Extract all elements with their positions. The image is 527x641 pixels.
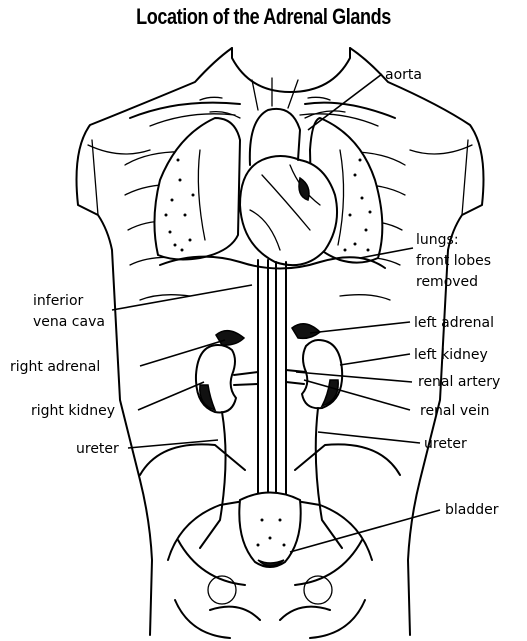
label-lungs-3: removed: [416, 274, 478, 290]
label-right-adrenal: right adrenal: [10, 359, 100, 375]
renal-vessels: [234, 370, 306, 385]
vena-cava-aorta: [258, 260, 286, 520]
label-ivc-1: inferior: [33, 293, 84, 309]
clavicles: [130, 97, 395, 126]
label-aorta: aorta: [385, 67, 422, 83]
label-lungs-1: lungs:: [416, 232, 459, 248]
label-ureter-right: ureter: [424, 436, 467, 452]
label-renal-artery: renal artery: [418, 374, 500, 390]
label-ureter-left: ureter: [76, 441, 119, 457]
heart: [240, 156, 337, 265]
right-adrenal-gland: [216, 331, 244, 345]
bladder: [239, 493, 300, 568]
label-bladder: bladder: [445, 502, 499, 518]
right-kidney: [196, 331, 244, 413]
label-left-kidney: left kidney: [414, 347, 488, 363]
left-kidney: [292, 324, 342, 408]
label-lungs-2: front lobes: [416, 253, 491, 269]
label-renal-vein: renal vein: [420, 403, 490, 419]
label-right-kidney: right kidney: [31, 403, 115, 419]
label-ivc-2: vena cava: [33, 314, 105, 330]
label-left-adrenal: left adrenal: [414, 315, 494, 331]
right-lung: [154, 118, 240, 259]
left-adrenal-gland: [292, 324, 320, 339]
